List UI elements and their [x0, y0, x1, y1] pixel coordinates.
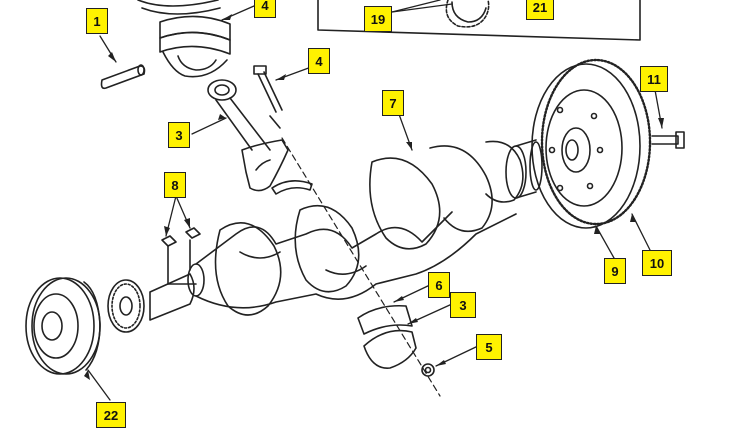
alignment-line: [281, 137, 441, 397]
crank-sprocket-drawing: [107, 279, 145, 333]
callout-piston: 4: [254, 0, 276, 18]
piston-pin-drawing: [100, 64, 146, 90]
woodruff-keys-drawing: [161, 227, 201, 285]
callout-flywheel-bolt: 11: [640, 66, 668, 92]
bearing-shell-upper: [271, 180, 313, 195]
callout-rod-bolt: 4: [308, 48, 330, 74]
callout-ring-gear: 10: [642, 250, 672, 276]
callout-gear: 21: [526, 0, 554, 20]
callout-flywheel: 9: [604, 258, 626, 284]
rod-cap-drawing: [357, 304, 435, 377]
arrowheads: [84, 14, 664, 380]
crank-pulley-drawing: [25, 277, 101, 375]
callout-crank-pulley: 22: [96, 402, 126, 428]
callout-bearing-shell: 6: [428, 272, 450, 298]
callout-piston-pin: 1: [86, 8, 108, 34]
callout-woodruff-keys: 8: [164, 172, 186, 198]
piston-drawing: [137, 0, 231, 78]
crankshaft-drawing: [149, 139, 543, 321]
rod-bolt-drawing: [253, 65, 283, 113]
flywheel-drawing: [531, 58, 652, 229]
flywheel-bolt-drawing: [651, 131, 685, 149]
callout-rod-cap: 3: [450, 292, 476, 318]
inset-frame: [317, 0, 641, 41]
connecting-rod-drawing: [207, 79, 289, 192]
callout-sprocket: 19: [364, 6, 392, 32]
callout-crankshaft: 7: [382, 90, 404, 116]
leader-lines: [87, 0, 663, 401]
callout-rod-nut: 5: [476, 334, 502, 360]
callout-connecting-rod: 3: [168, 122, 190, 148]
